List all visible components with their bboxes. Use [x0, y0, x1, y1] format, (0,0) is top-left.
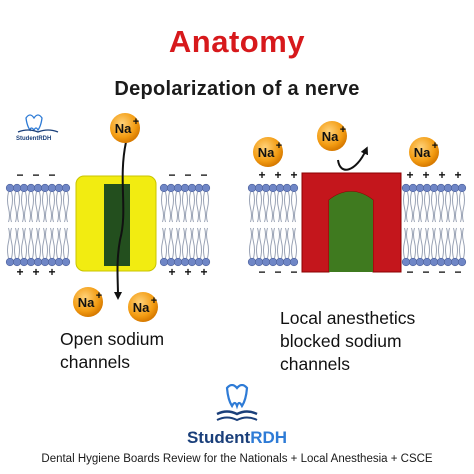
- membrane-right: [247, 183, 467, 267]
- right-caption-line: Local anesthetics: [280, 308, 416, 328]
- right-caption: Local anesthetics blocked sodium channel…: [280, 307, 415, 376]
- left-caption: Open sodium channels: [60, 328, 164, 374]
- right-caption-line: channels: [280, 354, 351, 374]
- svg-text:+: +: [432, 140, 438, 152]
- charge-symbol: −: [168, 168, 175, 182]
- charge-symbol: +: [200, 265, 207, 279]
- arrow-icon: [337, 146, 368, 171]
- sodium-ion: Na+: [110, 113, 140, 143]
- charge-symbol: −: [184, 168, 191, 182]
- charge-symbol: −: [290, 265, 297, 279]
- svg-text:Na: Na: [322, 129, 339, 144]
- blocked-sodium-channel: [301, 172, 402, 273]
- sodium-ion: Na+: [317, 121, 347, 151]
- svg-text:Na: Na: [414, 145, 431, 160]
- charge-symbol: −: [406, 265, 413, 279]
- charge-symbol: +: [168, 265, 175, 279]
- charge-symbol: −: [32, 168, 39, 182]
- svg-text:+: +: [96, 290, 102, 302]
- footer-text: Dental Hygiene Boards Review for the Nat…: [41, 453, 433, 465]
- page-title: Anatomy: [168, 24, 306, 59]
- charge-symbol: +: [422, 168, 429, 182]
- sodium-ion: Na+: [253, 137, 283, 167]
- charge-symbol: −: [438, 265, 445, 279]
- open-sodium-channel: [75, 175, 157, 272]
- svg-text:Na: Na: [133, 300, 150, 315]
- charge-symbol: +: [454, 168, 461, 182]
- charge-symbol: −: [422, 265, 429, 279]
- membrane-charges: −−−−−−+++++++++++++−−−−−−−: [16, 168, 461, 279]
- charge-symbol: −: [16, 168, 23, 182]
- svg-text:+: +: [133, 116, 139, 128]
- charge-symbol: +: [258, 168, 265, 182]
- small-brand-label: StudentRDH: [16, 136, 52, 142]
- svg-text:+: +: [151, 295, 157, 307]
- page-subtitle: Depolarization of a nerve: [114, 78, 360, 100]
- left-caption-line: Open sodium: [60, 329, 165, 349]
- charge-symbol: +: [16, 265, 23, 279]
- charge-symbol: −: [200, 168, 207, 182]
- sodium-ion: Na+: [128, 292, 158, 322]
- charge-symbol: −: [258, 265, 265, 279]
- left-caption-line: channels: [60, 352, 131, 372]
- sodium-ions: Na+Na+Na+Na+Na+Na+: [73, 113, 439, 322]
- brand-prefix: Student: [186, 428, 251, 447]
- svg-text:Na: Na: [258, 145, 275, 160]
- charge-symbol: +: [274, 168, 281, 182]
- svg-text:+: +: [340, 124, 346, 136]
- arrow-icon: [113, 141, 127, 300]
- brand-accent: RDH: [250, 428, 288, 447]
- membrane-left: [5, 183, 211, 267]
- sodium-ion: Na+: [409, 137, 439, 167]
- charge-symbol: +: [438, 168, 445, 182]
- charge-symbol: +: [32, 265, 39, 279]
- tooth-book-logo-icon: [17, 114, 59, 133]
- charge-symbol: +: [184, 265, 191, 279]
- charge-symbol: +: [48, 265, 55, 279]
- svg-text:+: +: [276, 140, 282, 152]
- right-caption-line: blocked sodium: [280, 331, 402, 351]
- sodium-ion: Na+: [73, 287, 103, 317]
- svg-text:Na: Na: [78, 295, 95, 310]
- brand-wordmark: StudentRDH: [0, 428, 474, 448]
- charge-symbol: −: [48, 168, 55, 182]
- svg-text:Na: Na: [115, 121, 132, 136]
- charge-symbol: +: [290, 168, 297, 182]
- tooth-book-logo-icon: [216, 384, 258, 422]
- charge-symbol: −: [274, 265, 281, 279]
- charge-symbol: −: [454, 265, 461, 279]
- charge-symbol: +: [406, 168, 413, 182]
